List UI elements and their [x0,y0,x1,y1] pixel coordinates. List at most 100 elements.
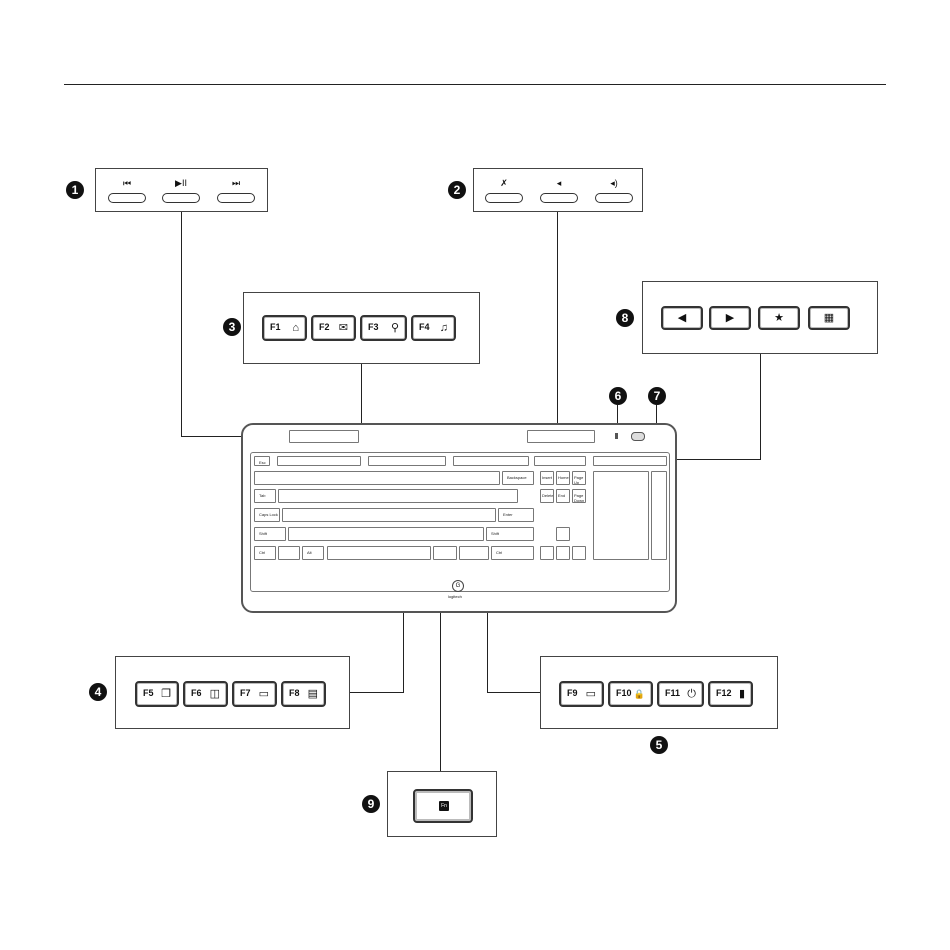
callout-badge-6: 6 [609,387,627,405]
fn-label: Fn [441,803,447,809]
music-icon: ♫ [440,321,448,335]
leader-line-5 [487,692,540,693]
page-up-key: Page Up [572,471,586,485]
numpad-plus-enter [651,471,667,560]
volume-down-button[interactable] [540,193,578,203]
forward-icon: ▶ [711,311,749,325]
f3-search-key[interactable]: F3 ⚲ [360,315,407,341]
home-icon: ⌂ [292,321,299,335]
end-key: End [556,489,570,503]
f2-label: F2 [319,322,330,332]
volume-up-icon: ◂) [595,178,633,188]
battery-icon: ▮ [739,687,745,701]
leader-line-4 [350,692,404,693]
window-menu-icon: ▤ [308,687,318,701]
play-pause-button[interactable] [162,193,200,203]
callout-badge-9: 9 [362,795,380,813]
play-pause-icon: ▶II [162,178,200,188]
f12-key[interactable]: F12 ▮ [708,681,753,707]
f2-mail-key[interactable]: F2 ✉ [311,315,356,341]
callout-badge-5: 5 [650,736,668,754]
fn-key-cap: Fn [439,801,449,811]
previous-track-icon: ⏮ [108,178,146,188]
mail-icon: ✉ [339,321,348,335]
f7-label: F7 [240,688,251,698]
f11-key[interactable]: F11 ⏻ [657,681,704,707]
callout-badge-1: 1 [66,181,84,199]
arrow-down-key [556,546,570,560]
leader-line-2 [557,212,558,432]
power-icon: ⏻ [687,687,696,701]
volume-up-button[interactable] [595,193,633,203]
kb-fkeys-f1-f4 [277,456,361,466]
calculator-icon: ▦ [810,311,848,325]
left-ctrl-key: Ctrl [254,546,276,560]
computer-icon: ▭ [586,687,596,701]
arrow-left-key [540,546,554,560]
mute-icon: ✗ [485,178,523,188]
fn-key[interactable]: Fn [413,789,473,823]
f1-home-key[interactable]: F1 ⌂ [262,315,307,341]
right-ctrl-key: Ctrl [491,546,534,560]
next-track-button[interactable] [217,193,255,203]
f4-music-key[interactable]: F4 ♫ [411,315,456,341]
kb-media-strip-left [289,430,359,443]
f8-key[interactable]: F8 ▤ [281,681,326,707]
kb-number-row [254,471,500,485]
favorites-button[interactable]: ★ [758,306,800,330]
f6-key[interactable]: F6 ◫ [183,681,228,707]
fkeys-f9-f12-panel: F9 ▭ F10 🔒 F11 ⏻ F12 ▮ [540,656,778,729]
kb-media-strip-right [527,430,595,443]
caps-lock-key: Caps Lock [254,508,280,522]
home-key: Home [556,471,570,485]
fn-key-small [459,546,489,560]
f4-label: F4 [419,322,430,332]
insert-key: Insert [540,471,554,485]
f5-label: F5 [143,688,154,698]
window-icon: ◫ [210,687,220,701]
callout-badge-2: 2 [448,181,466,199]
right-shift-key: Shift [486,527,534,541]
leader-line-1 [181,212,182,437]
f7-key[interactable]: F7 ▭ [232,681,277,707]
leader-line-8 [760,354,761,459]
f10-key[interactable]: F10 🔒 [608,681,653,707]
f12-label: F12 [716,688,732,698]
power-switch-icon [631,432,645,441]
right-alt-key [433,546,457,560]
fn-key-panel: Fn [387,771,497,837]
f9-key[interactable]: F9 ▭ [559,681,604,707]
previous-track-button[interactable] [108,193,146,203]
search-icon: ⚲ [391,321,399,335]
keyboard-key-area: Esc Backspace Tab Caps Lock Enter Shift … [250,452,670,592]
f9-label: F9 [567,688,578,698]
leader-line-8 [668,459,761,460]
minimize-icon: ▭ [259,687,269,701]
callout-badge-7: 7 [648,387,666,405]
back-icon: ◀ [663,311,701,325]
kb-numpad [593,471,649,560]
logitech-wordmark: logitech [448,594,462,599]
f5-key[interactable]: F5 ❐ [135,681,179,707]
f8-label: F8 [289,688,300,698]
back-button[interactable]: ◀ [661,306,703,330]
lock-icon: 🔒 [634,687,645,701]
arrow-right-key [572,546,586,560]
kb-home-row [282,508,496,522]
volume-keys-panel: ✗ ◂ ◂) [473,168,643,212]
kb-shift-row [288,527,484,541]
kb-fkeys-f5-f8 [368,456,446,466]
forward-button[interactable]: ▶ [709,306,751,330]
keyboard-illustration: Esc Backspace Tab Caps Lock Enter Shift … [241,423,677,613]
esc-key: Esc [254,456,270,466]
media-keys-panel: ⏮ ▶II ⏭ [95,168,268,212]
arrow-up-key [556,527,570,541]
calculator-button[interactable]: ▦ [808,306,850,330]
left-alt-key: Alt [302,546,324,560]
callout-badge-3: 3 [223,318,241,336]
fkeys-f5-f8-panel: F5 ❐ F6 ◫ F7 ▭ F8 ▤ [115,656,350,729]
f1-label: F1 [270,322,281,332]
mute-button[interactable] [485,193,523,203]
next-track-icon: ⏭ [217,178,255,188]
f6-label: F6 [191,688,202,698]
